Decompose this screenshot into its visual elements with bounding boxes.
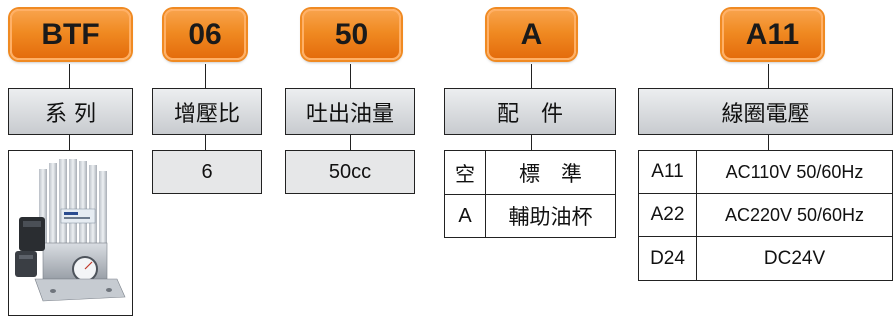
connector-line [205, 135, 206, 150]
connector-line [768, 64, 769, 88]
voltage-desc-cell: DC24V [696, 236, 893, 281]
accessory-code-cell: A [444, 194, 486, 238]
voltage-desc-cell: AC110V 50/60Hz [696, 150, 893, 194]
volume-header: 吐出油量 [285, 88, 415, 135]
voltage-desc-cell: AC220V 50/60Hz [696, 193, 893, 237]
voltage-code-cell: A22 [638, 193, 697, 237]
voltage-code-cell: A11 [638, 150, 697, 194]
product-image-frame [8, 150, 133, 316]
voltage-header: 線圈電壓 [638, 88, 893, 135]
voltage-code-cell: D24 [638, 236, 697, 281]
connector-line [69, 135, 70, 150]
connector-line [350, 64, 351, 88]
connector-line [531, 135, 532, 150]
accessory-table: 空 標 準 A 輔助油杯 [444, 150, 616, 238]
accessory-desc-cell: 標 準 [485, 150, 616, 195]
size-header: 增壓比 [152, 88, 262, 135]
size-code-badge: 06 [164, 9, 246, 60]
series-code-badge: BTF [10, 9, 131, 60]
series-header: 系 列 [8, 88, 133, 135]
voltage-code-badge: A11 [722, 9, 823, 60]
connector-line [69, 64, 70, 88]
connector-line [350, 135, 351, 150]
accessory-header: 配 件 [444, 88, 616, 135]
volume-code-badge: 50 [302, 9, 401, 60]
size-value-cell: 6 [152, 150, 262, 194]
accessory-code-cell: 空 [444, 150, 486, 195]
connector-line [531, 64, 532, 88]
connector-line [768, 135, 769, 150]
accessory-code-badge: A [487, 9, 576, 60]
voltage-table: A11 AC110V 50/60Hz A22 AC220V 50/60Hz D2… [638, 150, 893, 281]
volume-value-cell: 50cc [285, 150, 415, 194]
connector-line [205, 64, 206, 88]
booster-pump-photo [15, 159, 126, 302]
accessory-desc-cell: 輔助油杯 [485, 194, 616, 238]
